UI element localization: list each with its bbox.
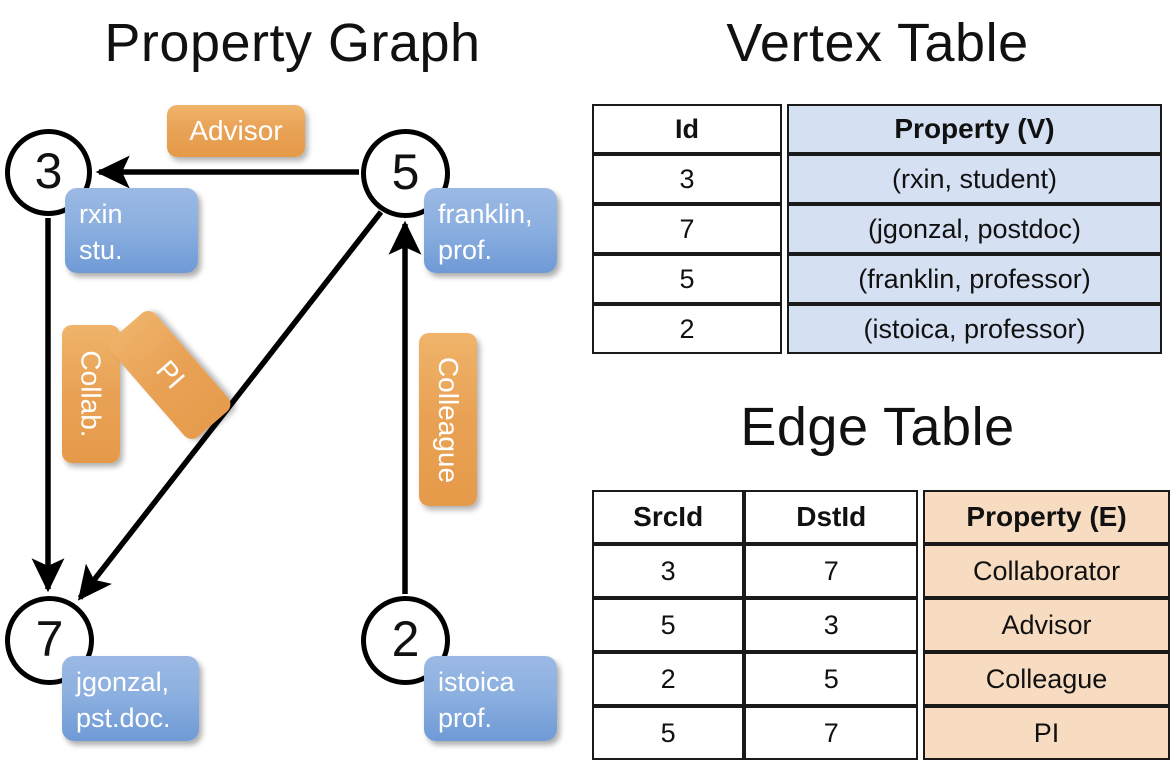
- vertex-property-box-3[interactable]: rxin stu.: [65, 188, 198, 273]
- vertex-table-column-gap: [782, 204, 787, 254]
- graph-node-3-label: 3: [34, 142, 63, 199]
- vertex-row-2-id: 5: [592, 254, 782, 304]
- vertex-property-7-line1: jgonzal,: [76, 667, 170, 697]
- edge-row-2-property: Colleague: [923, 652, 1170, 706]
- table-row[interactable]: 2 (istoica, professor): [592, 304, 1162, 354]
- edge-table: SrcId DstId Property (E) 3 7 Collaborato…: [592, 490, 1170, 760]
- edge-table-column-gap: [918, 544, 924, 598]
- vertex-property-2-line1: istoica: [438, 667, 515, 697]
- vertex-table-header-id: Id: [592, 104, 782, 154]
- edge-row-0-src: 3: [592, 544, 745, 598]
- edge-label-colleague-text: Colleague: [433, 356, 465, 483]
- page-title-property-graph: Property Graph: [104, 13, 481, 73]
- edge-row-3-dst: 7: [744, 706, 919, 760]
- edge-label-collab-text: Collab.: [76, 350, 108, 438]
- vertex-table-column-gap: [782, 154, 787, 204]
- edge-label-pi-text: PI: [149, 354, 191, 395]
- graph-node-5-label: 5: [391, 143, 420, 200]
- edge-table-column-gap: [918, 652, 924, 706]
- table-row[interactable]: 5 3 Advisor: [592, 598, 1170, 652]
- edge-label-box-colleague[interactable]: Colleague: [419, 333, 477, 506]
- graph-node-5[interactable]: 5: [361, 129, 450, 218]
- vertex-row-0-property: (rxin, student): [787, 154, 1162, 204]
- table-row[interactable]: 5 (franklin, professor): [592, 254, 1162, 304]
- vertex-property-box-5[interactable]: franklin, prof.: [424, 188, 557, 273]
- graph-node-7-label: 7: [35, 610, 64, 667]
- edge-label-box-advisor[interactable]: Advisor: [167, 105, 305, 157]
- graph-node-2-label: 2: [391, 610, 420, 667]
- vertex-property-3-line2: stu.: [79, 234, 123, 265]
- edge-table-column-gap: [918, 598, 924, 652]
- edge-row-2-src: 2: [592, 652, 745, 706]
- edge-row-0-property: Collaborator: [923, 544, 1170, 598]
- edge-table-column-gap: [918, 706, 924, 760]
- vertex-row-1-property: (jgonzal, postdoc): [787, 204, 1162, 254]
- vertex-table-column-gap: [782, 254, 787, 304]
- edge-row-1-property: Advisor: [923, 598, 1170, 652]
- edge-row-1-src: 5: [592, 598, 745, 652]
- vertex-property-box-7[interactable]: jgonzal, pst.doc.: [62, 656, 199, 741]
- edge-table-header-srcid: SrcId: [592, 490, 745, 544]
- vertex-row-0-id: 3: [592, 154, 782, 204]
- table-row[interactable]: 5 7 PI: [592, 706, 1170, 760]
- edge-row-1-dst: 3: [744, 598, 919, 652]
- vertex-property-box-2[interactable]: istoica prof.: [424, 656, 557, 741]
- edge-table-header-dstid: DstId: [744, 490, 919, 544]
- table-row[interactable]: 3 7 Collaborator: [592, 544, 1170, 598]
- vertex-row-3-id: 2: [592, 304, 782, 354]
- vertex-table-column-gap: [782, 104, 787, 154]
- edge-table-header-property: Property (E): [923, 490, 1170, 544]
- vertex-table-header-row: Id Property (V): [592, 104, 1162, 154]
- vertex-table: Id Property (V) 3 (rxin, student) 7 (jgo…: [592, 104, 1162, 354]
- vertex-property-5-line1: franklin,: [438, 199, 533, 229]
- vertex-row-1-id: 7: [592, 204, 782, 254]
- edge-row-2-dst: 5: [744, 652, 919, 706]
- graph-node-2[interactable]: 2: [361, 596, 450, 685]
- vertex-property-7-line2: pst.doc.: [76, 702, 171, 733]
- edge-row-3-src: 5: [592, 706, 745, 760]
- edge-row-0-dst: 7: [744, 544, 919, 598]
- page-title-vertex-table: Vertex Table: [726, 13, 1029, 73]
- edge-label-advisor-text: Advisor: [189, 115, 283, 146]
- vertex-table-column-gap: [782, 304, 787, 354]
- vertex-row-2-property: (franklin, professor): [787, 254, 1162, 304]
- table-row[interactable]: 3 (rxin, student): [592, 154, 1162, 204]
- edge-table-header-row: SrcId DstId Property (E): [592, 490, 1170, 544]
- edge-table-column-gap: [918, 490, 924, 544]
- vertex-row-3-property: (istoica, professor): [787, 304, 1162, 354]
- page-title-edge-table: Edge Table: [740, 397, 1015, 457]
- table-row[interactable]: 7 (jgonzal, postdoc): [592, 204, 1162, 254]
- table-row[interactable]: 2 5 Colleague: [592, 652, 1170, 706]
- vertex-table-header-property: Property (V): [787, 104, 1162, 154]
- vertex-property-2-line2: prof.: [438, 702, 493, 733]
- vertex-property-5-line2: prof.: [438, 234, 493, 265]
- edge-row-3-property: PI: [923, 706, 1170, 760]
- vertex-property-3-line1: rxin: [79, 199, 123, 229]
